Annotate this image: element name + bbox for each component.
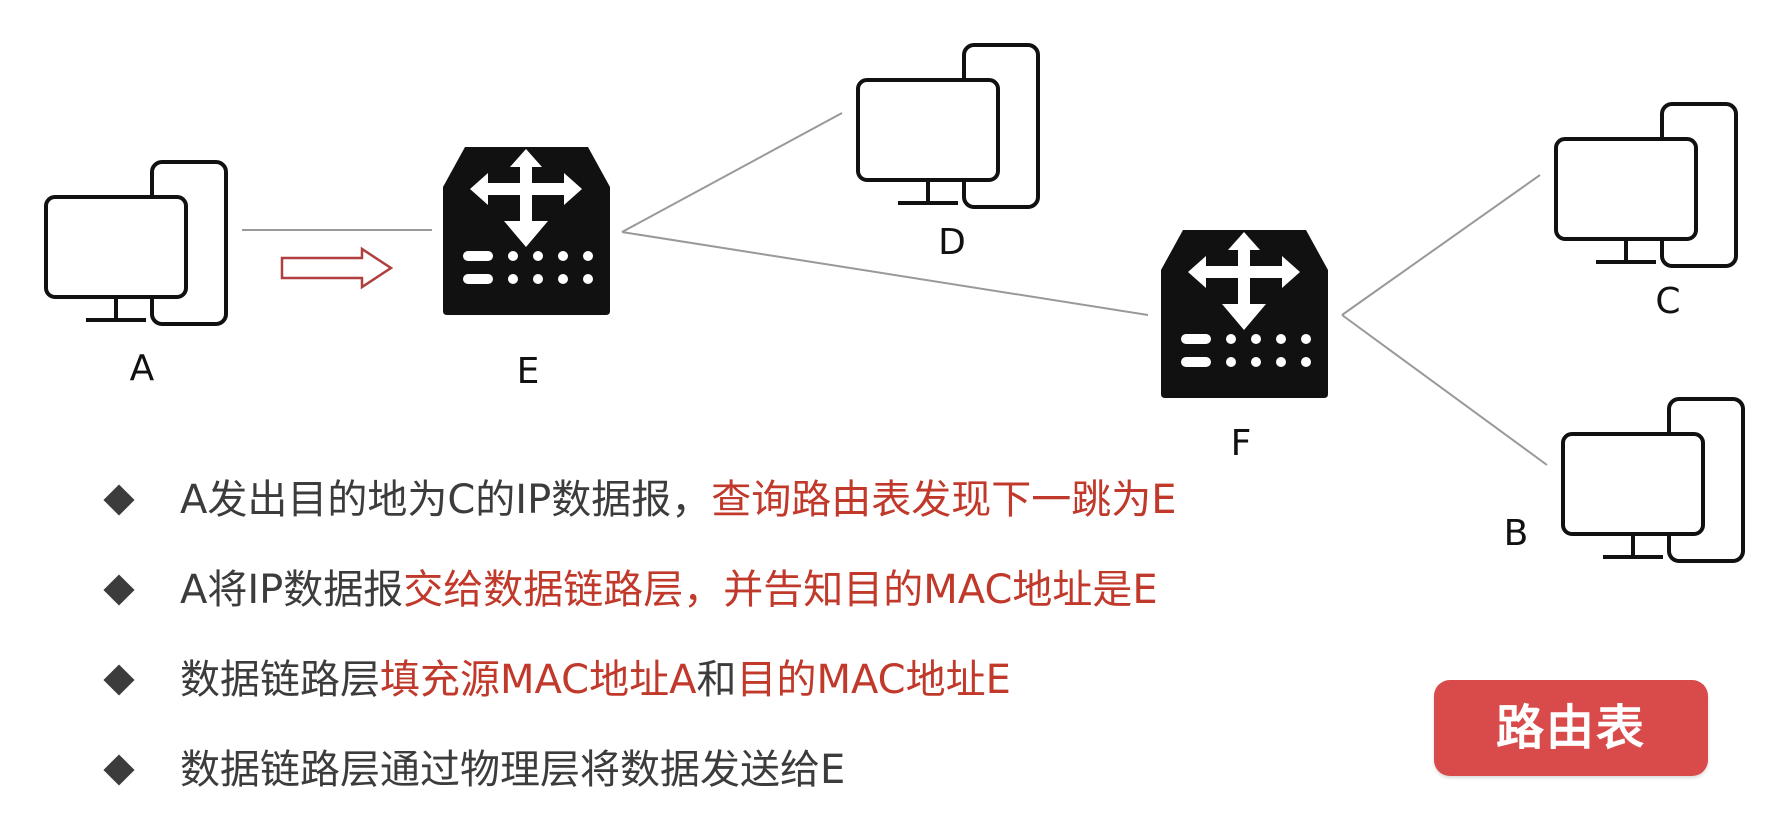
step-text: 数据链路层填充源MAC地址A和目的MAC地址E <box>180 650 1011 710</box>
label-e: E <box>517 351 540 392</box>
router-icon <box>1161 230 1328 398</box>
label-b: B <box>1504 513 1529 554</box>
plain-text: 数据链路层通过物理层将数据发送给E <box>180 747 846 793</box>
highlighted-text: 查询路由表发现下一跳为E <box>711 477 1177 523</box>
step-text: A发出目的地为C的IP数据报，查询路由表发现下一跳为E <box>180 470 1177 530</box>
computer-c <box>1554 102 1738 268</box>
router-icon <box>443 147 610 315</box>
send-arrow-icon <box>280 246 394 290</box>
router-e <box>443 147 610 315</box>
step-text: 数据链路层通过物理层将数据发送给E <box>180 740 845 800</box>
plain-text: 和 <box>696 657 737 703</box>
link-e-d <box>621 112 843 233</box>
link-f-b <box>1341 314 1548 466</box>
highlighted-text: 目的MAC地址E <box>736 657 1011 703</box>
computer-icon <box>1554 102 1738 268</box>
step-text: A将IP数据报交给数据链路层，并告知目的MAC地址是E <box>180 560 1158 620</box>
label-a: A <box>130 348 155 389</box>
computer-icon <box>856 43 1040 209</box>
link-f-c <box>1341 174 1541 316</box>
plain-text: A将IP数据报 <box>180 567 404 613</box>
computer-d <box>856 43 1040 209</box>
label-c: C <box>1655 281 1680 322</box>
routing-table-button[interactable]: 路由表 <box>1434 680 1708 776</box>
router-f <box>1161 230 1328 398</box>
plain-text: 数据链路层 <box>180 657 380 703</box>
computer-a <box>44 160 228 326</box>
computer-b <box>1561 397 1745 563</box>
highlighted-text: 交给数据链路层，并告知目的MAC地址是E <box>403 567 1158 613</box>
label-d: D <box>938 222 966 263</box>
computer-icon <box>1561 397 1745 563</box>
label-f: F <box>1231 423 1252 464</box>
link-e-f <box>621 231 1149 316</box>
computer-icon <box>44 160 228 326</box>
plain-text: A发出目的地为C的IP数据报， <box>180 477 712 523</box>
highlighted-text: 填充源MAC地址A <box>380 657 697 703</box>
